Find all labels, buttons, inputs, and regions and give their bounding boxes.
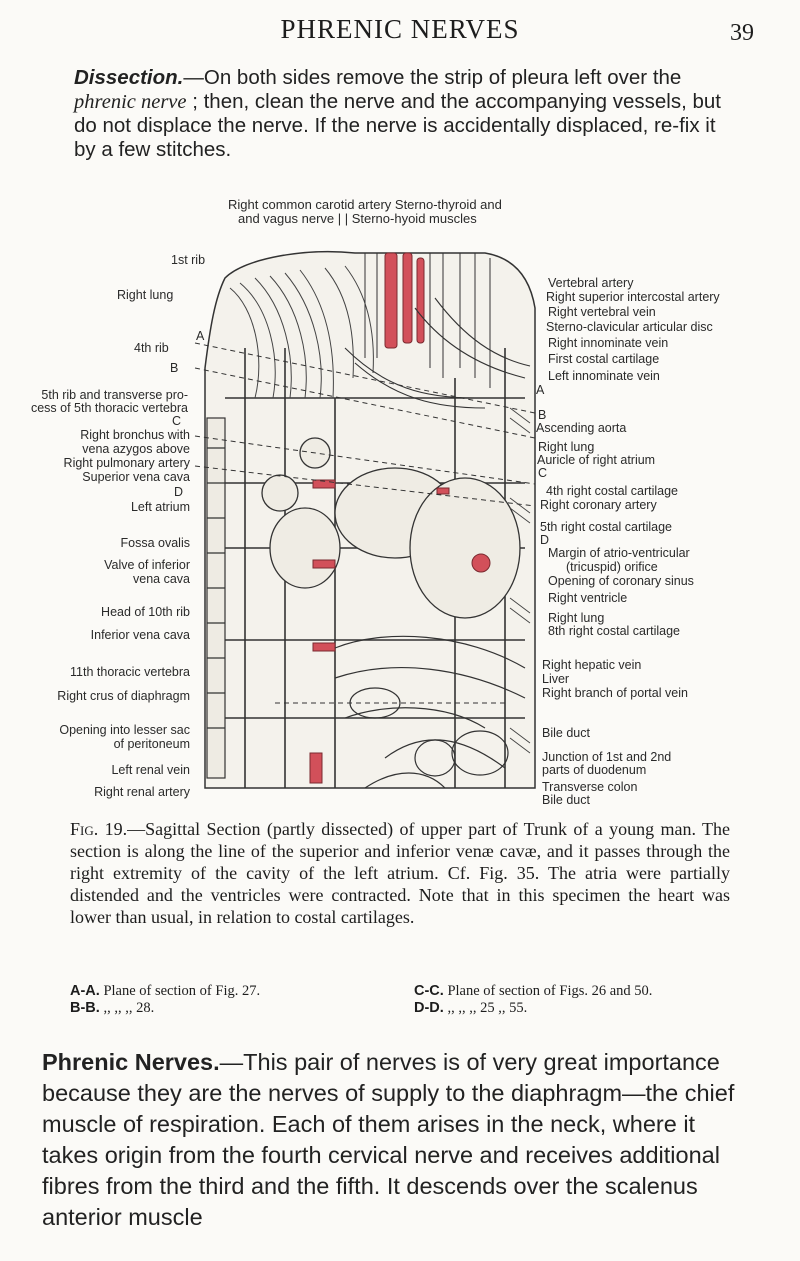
fig-left-label: Left renal vein — [111, 763, 190, 777]
running-header: PHRENIC NERVES — [280, 14, 520, 44]
plane-desc: ,, ,, ,, 25 ,, 55. — [447, 1000, 528, 1016]
page-number: 39 — [730, 20, 754, 46]
fig-right-label: Right lung — [548, 611, 605, 625]
fig-right-label: Right innominate vein — [548, 336, 669, 350]
fig-right-label: Junction of 1st and 2nd — [542, 750, 672, 764]
fig-right-label: Right ventricle — [548, 591, 628, 605]
fig-left-label: vena cava — [133, 572, 190, 586]
fig-left-label: D — [174, 485, 184, 499]
fig-right-label: D — [540, 533, 550, 547]
dissection-paragraph: Dissection.—On both sides remove the str… — [74, 66, 724, 162]
fig-left-label: of peritoneum — [113, 737, 190, 751]
fig-left-label: 11th thoracic vertebra — [70, 665, 190, 679]
fig-right-label: 5th right costal cartilage — [540, 520, 673, 534]
section-heading: Phrenic Nerves. — [42, 1049, 220, 1075]
fig-left-label: Right bronchus with — [80, 428, 190, 442]
plane-desc: Plane of section of Figs. 26 and 50. — [447, 983, 653, 999]
plane-a-a: A-A. Plane of section of Fig. 27. — [70, 982, 260, 1000]
dissection-text-a: —On both sides remove the strip of pleur… — [183, 66, 682, 89]
section-text: —This pair of nerves is of very great im… — [42, 1049, 735, 1230]
figure-number: Fig. 19. — [70, 819, 128, 839]
fig-right-label: Transverse colon — [542, 780, 638, 794]
plane-key: B-B. — [70, 1000, 100, 1016]
dissection-illustration — [185, 248, 725, 806]
dissection-italic-term: phrenic nerve — [74, 91, 187, 113]
plane-desc: Plane of section of Fig. 27. — [103, 983, 261, 999]
fig-top-label-2: and vagus nerve | | Sterno-hyoid muscles — [238, 211, 477, 226]
dissection-text-b: ; then, clean the nerve and the accompan… — [74, 90, 721, 161]
fig-right-label: Right lung — [538, 440, 595, 454]
dissection-lead: Dissection. — [74, 66, 184, 89]
fig-right-label: (tricuspid) orifice — [566, 560, 658, 574]
fig-right-label: Margin of atrio-ventricular — [548, 546, 690, 560]
fig-right-label: A — [536, 383, 545, 397]
fig-left-label: B — [170, 361, 179, 375]
fig-left-label: Right crus of diaphragm — [57, 689, 190, 703]
fig-right-label: Right vertebral vein — [548, 305, 656, 319]
plane-key: C-C. — [414, 983, 444, 999]
plane-key: D-D. — [414, 1000, 444, 1016]
plane-key: A-A. — [70, 983, 100, 999]
fig-right-label: Sterno-clavicular articular disc — [546, 320, 713, 334]
fig-right-label: Left innominate vein — [548, 369, 660, 383]
fig-right-label: Right superior intercostal artery — [546, 290, 720, 304]
phrenic-nerves-paragraph: Phrenic Nerves.—This pair of nerves is o… — [42, 1047, 747, 1233]
fig-right-label: Vertebral artery — [548, 276, 634, 290]
fig-left-label: Left atrium — [130, 500, 190, 514]
fig-left-label: Valve of inferior — [104, 558, 190, 572]
fig-left-label: Inferior vena cava — [90, 628, 190, 642]
fig-left-label: 4th rib — [134, 341, 169, 355]
fig-left-label: A — [196, 329, 205, 343]
fig-left-label: Opening into lesser sac — [59, 723, 190, 737]
fig-top-label-1: Right common carotid artery Sterno-thyro… — [228, 197, 502, 212]
fig-right-label: Ascending aorta — [536, 421, 627, 435]
fig-right-label: Auricle of right atrium — [537, 453, 656, 467]
fig-right-label: Bile duct — [542, 726, 590, 740]
fig-right-label: 4th right costal cartilage — [546, 484, 679, 498]
figure-caption: Fig. 19.—Sagittal Section (partly dissec… — [70, 818, 730, 928]
plane-b-b: B-B. ,, ,, ,, 28. — [70, 999, 154, 1017]
fig-right-label: Opening of coronary sinus — [548, 574, 694, 588]
fig-right-label: Right coronary artery — [540, 498, 657, 512]
fig-right-label: parts of duodenum — [542, 763, 647, 777]
fig-right-label: Bile duct — [542, 793, 590, 807]
plane-d-d: D-D. ,, ,, ,, 25 ,, 55. — [414, 999, 527, 1017]
fig-right-label: First costal cartilage — [548, 352, 660, 366]
plane-c-c: C-C. Plane of section of Figs. 26 and 50… — [414, 982, 652, 1000]
fig-right-label: C — [538, 466, 548, 480]
fig-left-label: Right lung — [117, 288, 174, 302]
fig-right-label: Right branch of portal vein — [542, 686, 688, 700]
fig-left-label: vena azygos above — [82, 442, 190, 456]
fig-right-label: Liver — [542, 672, 570, 686]
fig-right-label: 8th right costal cartilage — [548, 624, 681, 638]
fig-right-label: Right hepatic vein — [542, 658, 642, 672]
fig-left-label: Head of 10th rib — [101, 605, 190, 619]
fig-left-label: cess of 5th thoracic vertebra — [30, 401, 188, 415]
fig-left-label: C — [172, 414, 182, 428]
fig-left-label: 5th rib and transverse pro- — [41, 388, 188, 402]
fig-left-label: Right pulmonary artery — [63, 456, 190, 470]
fig-left-label: 1st rib — [171, 253, 206, 267]
plane-desc: ,, ,, ,, 28. — [103, 1000, 155, 1016]
caption-text: —Sagittal Section (partly dissected) of … — [70, 819, 730, 927]
sagittal-section-figure: Right common carotid artery Sterno-thyro… — [0, 197, 800, 807]
fig-left-label: Superior vena cava — [82, 470, 190, 484]
fig-left-label: Fossa ovalis — [120, 536, 190, 550]
fig-right-label: B — [538, 408, 547, 422]
fig-left-label: Right renal artery — [94, 785, 190, 799]
